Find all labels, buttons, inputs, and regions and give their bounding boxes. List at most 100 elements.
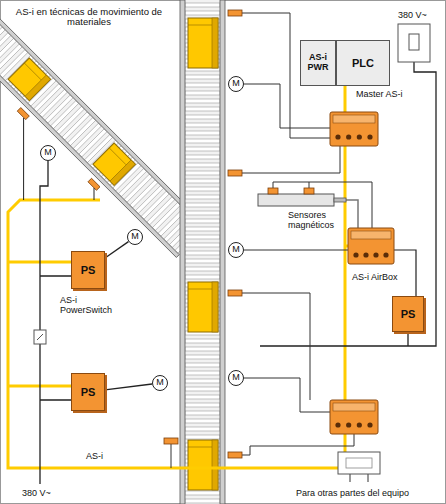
callout-label: Sensores magnéticos	[288, 211, 350, 231]
node-text: PLC	[352, 57, 374, 69]
callout-label: AS-i PowerSwitch	[60, 296, 126, 316]
parcel-side	[25, 75, 50, 100]
junction-box	[338, 452, 380, 474]
node-text: PS	[401, 308, 416, 320]
node-text: M	[232, 245, 240, 255]
module-port	[367, 134, 372, 139]
roller	[185, 499, 220, 503]
mains-box	[398, 24, 430, 62]
signal-wire	[350, 474, 368, 482]
air-hose	[346, 200, 358, 228]
motor-symbol: M	[127, 229, 143, 245]
power-supply-box: PS	[71, 251, 105, 289]
roller	[185, 107, 220, 111]
asi-module	[330, 112, 378, 146]
roller	[185, 75, 220, 79]
signal-wire	[242, 146, 340, 173]
roller	[185, 179, 220, 183]
roller-group	[185, 3, 220, 503]
roller	[185, 171, 220, 175]
magnetic-sensor	[304, 188, 314, 194]
conveyor-bed	[180, 0, 225, 504]
roller	[185, 395, 220, 399]
roller	[185, 267, 220, 271]
power-wire	[105, 242, 128, 258]
node-text: M	[232, 373, 240, 383]
roller	[185, 371, 220, 375]
sensor-symbol	[164, 438, 178, 444]
motor-symbol: M	[228, 242, 244, 258]
conveyor-rail	[0, 39, 179, 257]
controller-box: AS-i PWR	[300, 40, 336, 86]
parcel-flap	[188, 447, 212, 448]
module-port	[357, 422, 362, 427]
roller	[185, 219, 220, 223]
roller	[185, 83, 220, 87]
sensor-symbol	[228, 10, 242, 16]
pneumatic-cylinder	[258, 188, 346, 206]
sensor-symbol	[228, 452, 242, 458]
mains-switch	[409, 34, 419, 50]
module-port	[335, 134, 340, 139]
parcel-side	[212, 18, 218, 68]
module-port	[383, 252, 388, 257]
roller	[185, 259, 220, 263]
parcel-body	[188, 282, 218, 332]
power-supply-box: PS	[71, 373, 105, 411]
roller	[185, 347, 220, 351]
node-text: M	[44, 148, 52, 158]
conveyor-rail	[0, 11, 207, 229]
roller	[185, 99, 220, 103]
module-port	[335, 422, 340, 427]
module-top	[333, 403, 375, 411]
wiring	[8, 13, 436, 484]
asi-module	[330, 400, 378, 434]
module-top	[351, 231, 391, 239]
parcel-flap	[109, 148, 126, 165]
roller	[185, 227, 220, 231]
roller	[185, 435, 220, 439]
callout-label: 380 V~	[22, 489, 51, 499]
parcel-flap	[24, 63, 41, 80]
parcel	[93, 143, 135, 185]
parcel	[188, 18, 218, 68]
roller	[185, 275, 220, 279]
roller	[185, 11, 220, 15]
roller	[185, 131, 220, 135]
signal-wire	[24, 118, 94, 200]
junction-housing	[338, 452, 380, 474]
power-supply-box: PS	[392, 296, 424, 332]
power-wire	[105, 384, 152, 390]
parcel-body	[188, 440, 218, 490]
module-port	[373, 252, 378, 257]
roller	[185, 139, 220, 143]
asi-cable	[8, 200, 338, 468]
parcel-side	[212, 282, 218, 332]
node-text: M	[131, 232, 139, 242]
callout-label: AS-i	[86, 452, 103, 462]
node-text: PS	[81, 264, 96, 276]
asi-module	[348, 228, 394, 264]
motor-symbol: M	[228, 370, 244, 386]
magnetic-sensor	[268, 188, 278, 194]
sensor-symbol	[17, 108, 29, 120]
signal-wire	[242, 434, 354, 455]
callout-label: 380 V~	[398, 11, 427, 21]
signal-wire	[244, 378, 330, 412]
roller	[185, 147, 220, 151]
roller	[185, 251, 220, 255]
motor-symbol: M	[40, 145, 56, 161]
cylinder-body	[258, 194, 334, 206]
module-port	[367, 422, 372, 427]
module-port	[346, 422, 351, 427]
switch-box	[34, 330, 46, 344]
parcel-flap	[188, 289, 212, 290]
roller	[185, 243, 220, 247]
power-cable	[40, 161, 71, 484]
node-text: M	[232, 79, 240, 89]
motor-symbol: M	[228, 76, 244, 92]
signal-wire	[171, 444, 172, 468]
parcel	[188, 440, 218, 490]
